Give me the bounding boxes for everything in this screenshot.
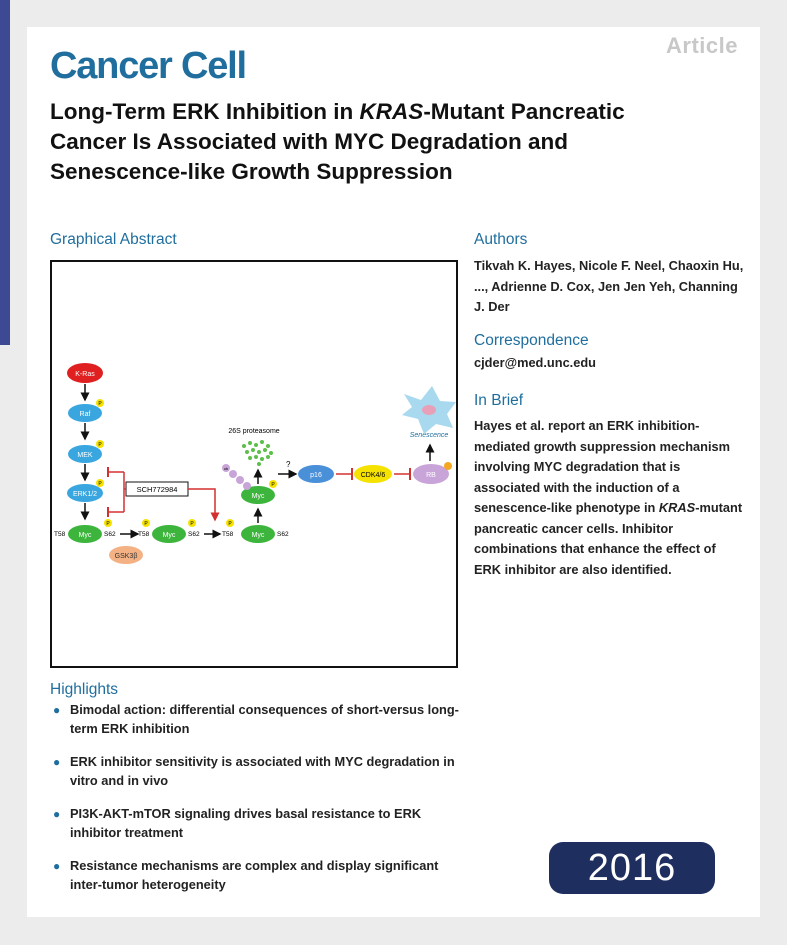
myc-ub-label: Myc: [252, 493, 265, 500]
in-brief-part-2: -mutant pancreatic cancer cells. Inhibit…: [474, 500, 743, 577]
correspondence-heading: Correspondence: [474, 332, 589, 349]
erk-phospho: [96, 479, 104, 487]
gsk-label: GSK3β: [115, 553, 138, 560]
in-brief-part-1: Hayes et al. report an ERK inhibition-me…: [474, 418, 730, 515]
s62-label-3: S62: [277, 531, 289, 538]
degradation-fragments: [242, 440, 273, 466]
highlight-text: Resistance mechanisms are complex and di…: [70, 858, 439, 892]
highlight-text: Bimodal action: differential consequence…: [70, 702, 459, 736]
bullet-icon: ●: [53, 807, 61, 821]
myc-phospho-2a: [142, 519, 150, 527]
highlight-text: ERK inhibitor sensitivity is associated …: [70, 754, 455, 788]
myc-phospho-2b: [188, 519, 196, 527]
senescence-label: Senescence: [410, 432, 449, 439]
question-label: ?: [286, 460, 291, 469]
highlight-item: ● PI3K-AKT-mTOR signaling drives basal re…: [50, 805, 470, 842]
inhibitor-label: SCH772984: [137, 485, 178, 494]
t58-label-1: T58: [54, 531, 66, 538]
pathway-diagram: K-Ras Raf P MEK P ERK1/2 P SCH77298: [54, 363, 456, 564]
bullet-icon: ●: [53, 703, 61, 717]
cdk-label: CDK4/6: [361, 472, 386, 479]
year-badge: 2016: [549, 842, 715, 894]
myc-node-1: [68, 525, 102, 543]
highlight-text: PI3K-AKT-mTOR signaling drives basal res…: [70, 806, 422, 840]
raf-label: Raf: [80, 411, 91, 418]
myc-phospho-3: [226, 519, 234, 527]
mek-label: MEK: [77, 452, 93, 459]
myc-phospho-label-3: P: [228, 521, 232, 527]
myc-node-3: [241, 525, 275, 543]
title-italic: KRAS: [359, 99, 424, 124]
t58-label-2: T58: [138, 531, 150, 538]
ub-chain-3: [236, 476, 244, 484]
proteasome-label: 26S proteasome: [228, 428, 279, 435]
myc-ub-phospho-label: P: [271, 482, 275, 488]
left-accent-bar: [0, 0, 10, 345]
highlight-item: ● Resistance mechanisms are complex and d…: [50, 857, 470, 894]
p16-node: [298, 465, 334, 483]
t58-label-3: T58: [222, 531, 234, 538]
myc-phospho-1: [104, 519, 112, 527]
title-part-2: -Mutant Pancreatic Cancer Is Associated …: [50, 99, 625, 184]
myc-phospho-label-2a: P: [144, 521, 148, 527]
myc-label-1: Myc: [79, 532, 92, 539]
myc-label-2: Myc: [163, 532, 176, 539]
raf-phospho: [96, 399, 104, 407]
ub-label: ub: [224, 466, 229, 471]
highlight-item: ● ERK inhibitor sensitivity is associated…: [50, 753, 470, 790]
myc-phospho-label-1: P: [106, 521, 110, 527]
article-type-label: Article: [666, 33, 738, 58]
myc-phospho-label-2b: P: [190, 521, 194, 527]
raf-node: [68, 404, 102, 422]
in-brief-italic: KRAS: [658, 500, 696, 515]
erk-node: [67, 484, 103, 502]
rb-node: [413, 464, 449, 484]
graphical-abstract-figure: K-Ras Raf P MEK P ERK1/2 P SCH77298: [50, 260, 458, 668]
correspondence-email[interactable]: cjder@med.unc.edu: [474, 355, 596, 370]
authors-list: Tikvah K. Hayes, Nicole F. Neel, Chaoxin…: [474, 258, 744, 314]
journal-title: Cancer Cell: [50, 45, 247, 87]
rb-marker: [444, 462, 452, 470]
highlights-heading: Highlights: [50, 681, 119, 698]
authors-heading: Authors: [474, 231, 528, 248]
inhibitor-arrow-to-myc: [188, 488, 220, 522]
highlights-list: ● Bimodal action: differential consequenc…: [50, 701, 470, 909]
in-brief-text: Hayes et al. report an ERK inhibition-me…: [474, 416, 744, 580]
kras-node: [67, 363, 103, 383]
raf-phospho-label: P: [98, 401, 102, 407]
erk-label: ERK1/2: [73, 491, 97, 498]
kras-label: K-Ras: [75, 371, 95, 378]
s62-label-2: S62: [188, 531, 200, 538]
myc-ub-phospho: [269, 480, 277, 488]
ub-chain-4: [243, 482, 251, 490]
title-part-1: Long-Term ERK Inhibition in: [50, 99, 360, 124]
p16-label: p16: [310, 472, 322, 479]
graphical-abstract-heading: Graphical Abstract: [50, 231, 177, 248]
myc-node-2: [152, 525, 186, 543]
gsk-node: [109, 546, 143, 564]
myc-ub-node: [241, 486, 275, 504]
mek-phospho-label: P: [98, 442, 102, 448]
erk-phospho-label: P: [98, 481, 102, 487]
mek-phospho: [96, 440, 104, 448]
bullet-icon: ●: [53, 859, 61, 873]
article-title: Long-Term ERK Inhibition in KRAS-Mutant …: [50, 97, 670, 187]
cdk-node: [354, 465, 392, 483]
bullet-icon: ●: [53, 755, 61, 769]
ub-chain-2: [229, 470, 237, 478]
article-page: Article Cancer Cell Long-Term ERK Inhibi…: [27, 27, 760, 917]
highlight-item: ● Bimodal action: differential consequenc…: [50, 701, 470, 738]
ub-chain-1: [222, 464, 230, 472]
in-brief-heading: In Brief: [474, 392, 524, 409]
rb-label: RB: [426, 472, 436, 479]
senescent-cell-nucleus: [422, 405, 436, 415]
myc-label-3: Myc: [252, 532, 265, 539]
mek-node: [68, 445, 102, 463]
s62-label-1: S62: [104, 531, 116, 538]
